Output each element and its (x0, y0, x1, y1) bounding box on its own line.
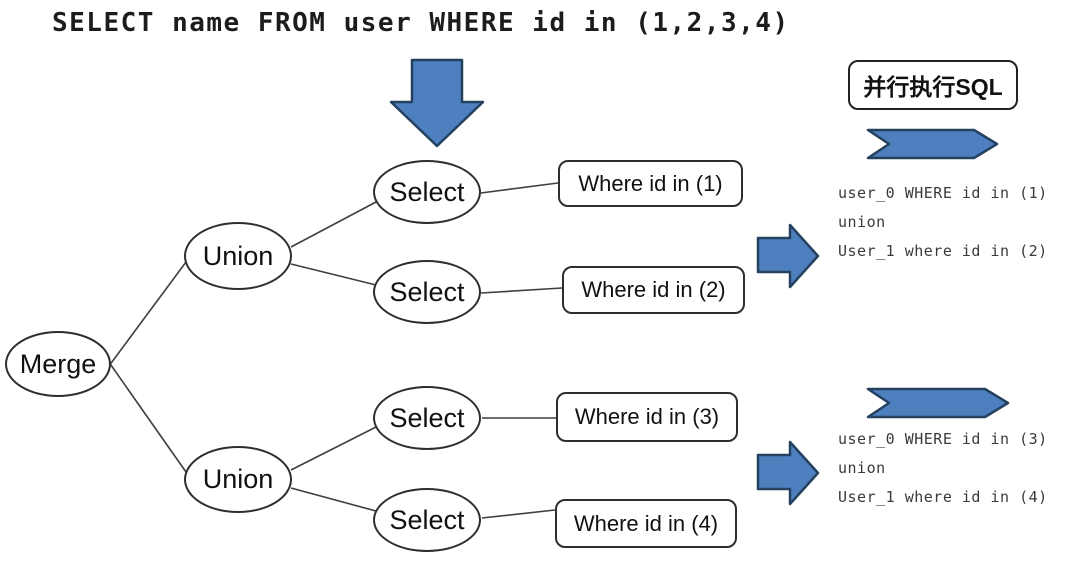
union-node-1: Union (184, 222, 292, 290)
connector-select4-box4 (481, 509, 556, 519)
where-box-2-label: Where id in (2) (581, 277, 726, 302)
merge-node: Merge (5, 331, 111, 397)
select-node-4-label: Select (389, 504, 465, 535)
select-node-2-label: Select (389, 276, 465, 307)
ribbon-arrow-icon-upper (866, 128, 999, 160)
connector-union2-select4 (290, 487, 377, 512)
connector-merge-union2 (105, 357, 187, 473)
select-node-1: Select (373, 160, 481, 224)
sql-line: union (838, 459, 886, 477)
sql-line: User_1 where id in (4) (838, 488, 1048, 506)
right-arrow-icon-upper (756, 223, 820, 289)
sql-line: union (838, 213, 886, 231)
union-node-2: Union (184, 446, 292, 513)
connector-select1-box1 (480, 182, 559, 194)
merge-node-label: Merge (19, 348, 97, 379)
connector-union2-select3 (290, 426, 377, 471)
select-node-4: Select (373, 488, 481, 552)
where-box-1-label: Where id in (1) (578, 170, 723, 196)
where-box-4-label: Where id in (4) (573, 510, 719, 536)
parallel-sql-group-2: user_0 WHERE id in (3) union User_1 wher… (838, 425, 1078, 512)
where-box-3: Where id in (3) (556, 392, 738, 442)
where-box-1: Where id in (1) (558, 160, 743, 207)
sql-line: User_1 where id in (2) (838, 242, 1048, 260)
parallel-sql-group-1: user_0 WHERE id in (1) union User_1 wher… (838, 179, 1078, 266)
down-arrow-icon (389, 58, 485, 148)
sql-line: user_0 WHERE id in (1) (838, 184, 1048, 202)
select-node-1-label: Select (389, 176, 465, 207)
connector-union1-select1 (290, 201, 377, 248)
where-box-4: Where id in (4) (555, 499, 737, 548)
select-node-3-label: Select (389, 402, 465, 433)
where-box-2: Where id in (2) (562, 266, 745, 314)
parallel-sql-header-box: 并行执行SQL (848, 60, 1018, 110)
where-box-3-label: Where id in (3) (574, 404, 720, 429)
sql-title: SELECT name FROM user WHERE id in (1,2,3… (52, 8, 790, 38)
right-arrow-icon-lower (756, 440, 820, 506)
select-node-3: Select (373, 386, 481, 450)
ribbon-arrow-icon-lower (866, 387, 1010, 419)
union-node-2-label: Union (202, 464, 274, 494)
sql-line: user_0 WHERE id in (3) (838, 430, 1048, 448)
connector-merge-union1 (105, 261, 187, 371)
connector-union1-select2 (290, 263, 377, 286)
union-node-1-label: Union (202, 240, 274, 271)
connector-select2-box2 (480, 287, 563, 294)
select-node-2: Select (373, 260, 481, 324)
parallel-sql-header-label: 并行执行SQL (863, 74, 1003, 100)
